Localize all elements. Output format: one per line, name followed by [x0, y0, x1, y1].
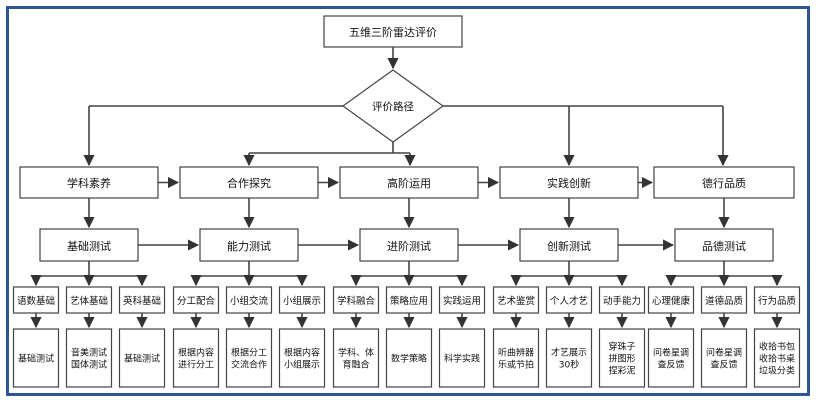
test-box — [199, 228, 299, 262]
detail-box — [647, 328, 695, 388]
sub-item-label: 艺体基础 — [70, 295, 108, 307]
sub-item-box — [438, 286, 486, 314]
test-label: 能力测试 — [227, 239, 271, 253]
sub-item-label: 行为品质 — [758, 295, 797, 307]
detail-line: 育融合 — [342, 359, 369, 371]
detail-box — [598, 328, 646, 388]
detail-line: 科学实践 — [444, 353, 480, 365]
detail-line: 穿珠子 — [608, 341, 635, 353]
dimension-label: 合作探究 — [227, 176, 271, 190]
sub-item-box — [545, 286, 593, 314]
diagram-title: 五维三阶雷达评价 — [349, 25, 437, 39]
sub-item-box — [598, 286, 646, 314]
detail-line: 小组展示 — [284, 359, 320, 371]
detail-box — [332, 328, 380, 388]
sub-item-label: 动手能力 — [603, 295, 641, 307]
sub-item-box — [278, 286, 326, 314]
sub-item-box — [118, 286, 166, 314]
sub-item-box — [12, 286, 60, 314]
detail-line: 垃圾分类 — [759, 365, 795, 377]
detail-line: 国体测试 — [71, 359, 107, 371]
sub-item-label: 策略应用 — [390, 295, 428, 307]
sub-item-box — [385, 286, 433, 314]
dimension-label: 高阶运用 — [387, 176, 431, 190]
sub-item-label: 实践运用 — [443, 295, 481, 307]
test-label: 进阶测试 — [387, 239, 431, 253]
sub-item-label: 心理健康 — [652, 295, 691, 307]
sub-item-label: 小组展示 — [283, 295, 321, 307]
test-label: 基础测试 — [67, 240, 111, 253]
dimension-box — [499, 166, 639, 199]
sub-item-label: 分工配合 — [177, 295, 216, 307]
detail-box — [385, 328, 433, 388]
detail-line: 乐或节拍 — [498, 359, 534, 371]
test-box — [674, 228, 774, 262]
detail-line: 问卷星调 — [653, 347, 689, 359]
detail-box — [12, 328, 60, 388]
sub-item-label: 道德品质 — [705, 295, 744, 307]
detail-box — [753, 328, 801, 388]
sub-item-box — [753, 286, 801, 314]
detail-box — [65, 328, 113, 388]
detail-line: 音美测试 — [71, 347, 107, 359]
title-box — [323, 15, 463, 48]
dimension-box — [19, 166, 159, 199]
detail-line: 基础测试 — [124, 353, 160, 365]
detail-box — [118, 328, 166, 388]
detail-line: 学科、体 — [338, 347, 374, 359]
detail-box — [438, 328, 486, 388]
detail-line: 问卷星调 — [706, 347, 742, 359]
detail-line: 查反馈 — [710, 359, 737, 371]
detail-box — [545, 328, 593, 388]
dimension-box — [653, 166, 795, 199]
detail-box — [700, 328, 748, 388]
sub-item-label: 个人才艺 — [550, 295, 588, 307]
detail-line: 基础测试 — [18, 353, 54, 365]
detail-box — [172, 328, 220, 388]
detail-box — [492, 328, 540, 388]
detail-line: 交流合作 — [231, 359, 267, 371]
detail-line: 根据内容 — [284, 347, 320, 359]
detail-line: 根据内容 — [178, 347, 214, 359]
detail-line: 30秒 — [559, 359, 579, 371]
test-label: 品德测试 — [702, 239, 746, 253]
dimension-label: 学科素养 — [67, 176, 111, 190]
detail-line: 数学策略 — [391, 353, 427, 365]
detail-line: 根据分工 — [231, 347, 267, 359]
sub-item-box — [492, 286, 540, 314]
decision-diamond — [341, 69, 445, 143]
detail-line: 捏彩泥 — [608, 365, 635, 377]
detail-line: 才艺展示 — [551, 347, 587, 359]
dimension-box — [339, 166, 479, 199]
decision-label: 评价路径 — [372, 100, 414, 113]
detail-line: 收拾书包 — [759, 341, 795, 353]
detail-line: 拼图形 — [608, 353, 635, 365]
dimension-label: 德行品质 — [702, 176, 746, 190]
sub-item-label: 小组交流 — [230, 295, 269, 307]
test-box — [519, 228, 619, 262]
detail-line: 查反馈 — [657, 359, 684, 371]
sub-item-label: 艺术鉴赏 — [497, 295, 535, 307]
sub-item-box — [65, 286, 113, 314]
detail-box — [278, 328, 326, 388]
detail-line: 进行分工 — [178, 359, 214, 371]
sub-item-label: 语数基础 — [17, 295, 55, 307]
dimension-label: 实践创新 — [547, 176, 591, 190]
sub-item-label: 学科融合 — [337, 295, 376, 307]
dimension-box — [179, 166, 319, 199]
sub-item-box — [172, 286, 220, 314]
test-box — [39, 228, 139, 262]
test-box — [359, 228, 459, 262]
detail-line: 听曲辨器 — [498, 347, 534, 359]
sub-item-box — [225, 286, 273, 314]
detail-line: 收拾书桌 — [759, 353, 795, 365]
sub-item-box — [700, 286, 748, 314]
sub-item-box — [332, 286, 380, 314]
detail-box — [225, 328, 273, 388]
test-label: 创新测试 — [547, 239, 591, 253]
sub-item-box — [647, 286, 695, 314]
sub-item-label: 英科基础 — [123, 295, 161, 307]
